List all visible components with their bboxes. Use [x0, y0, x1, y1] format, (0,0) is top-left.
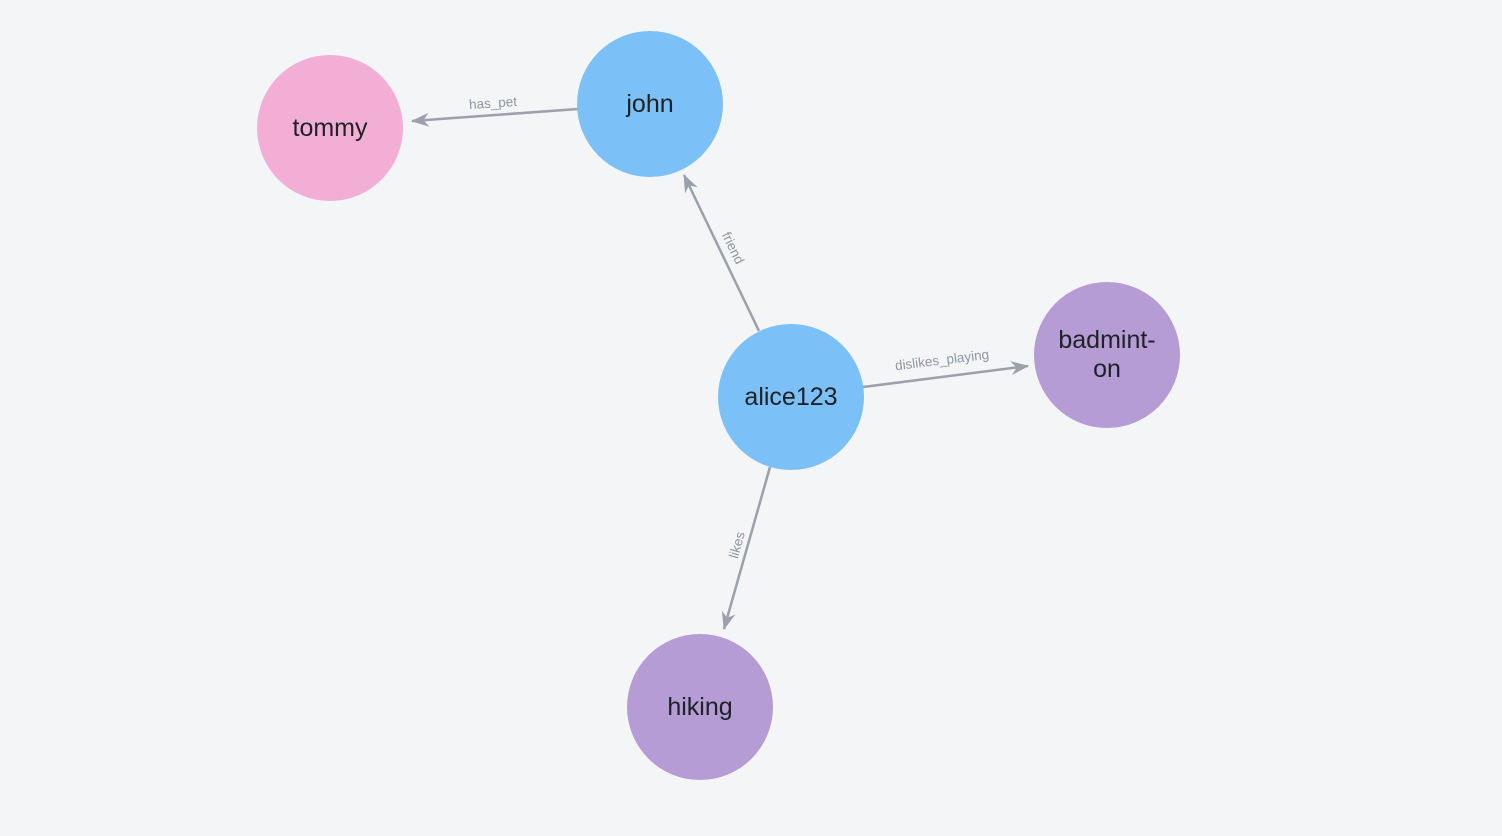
node-badminton-label-line2: on: [1093, 355, 1121, 383]
node-tommy[interactable]: tommy: [257, 55, 403, 201]
node-john-label: john: [626, 89, 674, 118]
node-alice123-label: alice123: [744, 382, 838, 411]
node-badminton-label: badmint- on: [1058, 326, 1155, 384]
edge-friend-line[interactable]: [682, 174, 761, 332]
node-tommy-label: tommy: [292, 113, 368, 142]
node-badminton-label-line1: badmint-: [1058, 326, 1156, 354]
edge-likes-line[interactable]: [721, 466, 772, 630]
edge-has-pet-line[interactable]: [411, 107, 579, 127]
node-badminton[interactable]: badmint- on: [1034, 282, 1180, 428]
node-john[interactable]: john: [577, 31, 723, 177]
node-hiking[interactable]: hiking: [627, 634, 773, 780]
node-hiking-label: hiking: [667, 692, 733, 721]
edge-dislikes-playing-line[interactable]: [862, 361, 1029, 389]
node-alice123[interactable]: alice123: [718, 324, 864, 470]
